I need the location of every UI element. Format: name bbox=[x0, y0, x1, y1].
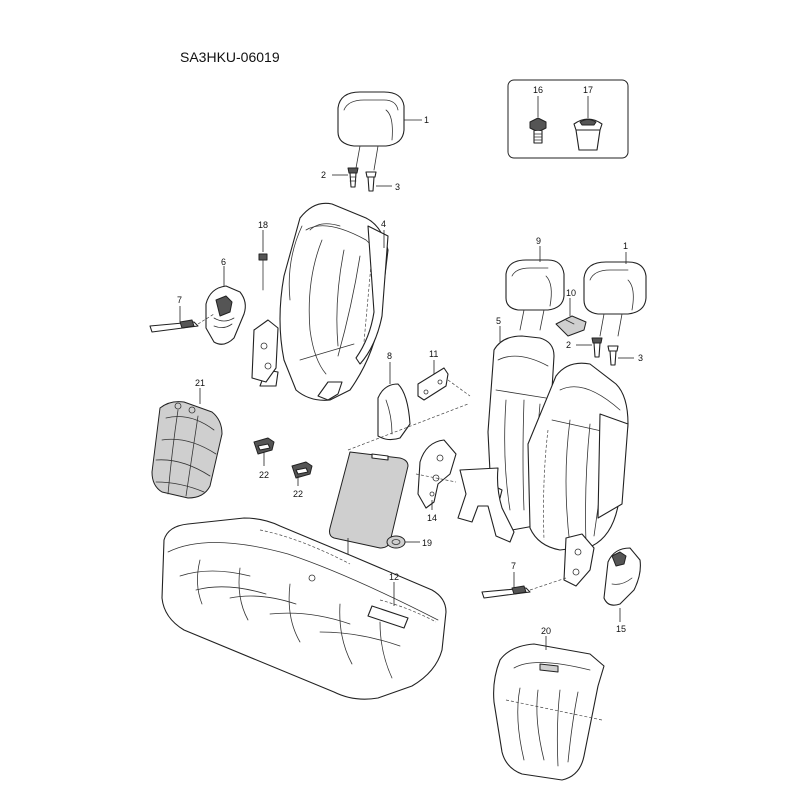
part-22-clip-b bbox=[291, 461, 313, 479]
part-2-guide-right bbox=[591, 337, 603, 358]
hinge-bracket-right bbox=[563, 533, 595, 587]
part-4-seatback-left bbox=[259, 202, 389, 401]
callout-19: 19 bbox=[422, 538, 432, 548]
callout-6: 6 bbox=[221, 257, 226, 267]
part-22-clip-a bbox=[253, 437, 275, 455]
part-9-headrest-center bbox=[505, 259, 565, 331]
diagram-code: SA3HKU-06019 bbox=[180, 49, 280, 65]
part-7-strap-right bbox=[481, 585, 531, 599]
part-7-strap-left bbox=[149, 319, 199, 333]
part-20-rear-panel bbox=[493, 643, 605, 781]
callout-7-left: 7 bbox=[177, 295, 182, 305]
callout-5: 5 bbox=[496, 316, 501, 326]
callout-3-left: 3 bbox=[395, 182, 400, 192]
fastener-inset: 16 17 bbox=[507, 79, 629, 159]
callout-8: 8 bbox=[387, 351, 392, 361]
part-12-seat-cushion bbox=[161, 517, 447, 700]
hinge-bracket-left bbox=[251, 319, 279, 383]
part-3-guide-right bbox=[607, 345, 619, 366]
callout-9: 9 bbox=[536, 236, 541, 246]
callout-14: 14 bbox=[427, 513, 437, 523]
callout-4: 4 bbox=[381, 219, 386, 229]
callout-11: 11 bbox=[429, 349, 438, 359]
callout-1-left: 1 bbox=[424, 115, 429, 125]
callout-16: 16 bbox=[533, 85, 543, 95]
part-1-headrest-left bbox=[337, 91, 405, 171]
callout-22-a: 22 bbox=[259, 470, 269, 480]
part-11-bracket bbox=[417, 367, 449, 401]
callout-2-right: 2 bbox=[566, 340, 571, 350]
callout-2-left: 2 bbox=[321, 170, 326, 180]
part-15-hinge-cover bbox=[603, 547, 641, 606]
callout-1-right: 1 bbox=[623, 241, 628, 251]
inset-frame bbox=[507, 79, 629, 159]
callout-12: 12 bbox=[389, 572, 399, 582]
part-6-hinge-cover bbox=[205, 285, 246, 345]
callout-18: 18 bbox=[258, 220, 268, 230]
part-16-bolt bbox=[529, 117, 547, 144]
callout-3-right: 3 bbox=[638, 353, 643, 363]
part-19-knob bbox=[386, 535, 406, 549]
part-18-bolt bbox=[258, 253, 268, 291]
callout-21: 21 bbox=[195, 378, 205, 388]
part-8-side-pad bbox=[377, 383, 411, 441]
part-13-armrest-pad bbox=[329, 451, 409, 549]
part-17-clip bbox=[573, 118, 603, 151]
seatback-right bbox=[527, 362, 629, 551]
callout-17: 17 bbox=[583, 85, 593, 95]
part-3-guide-left bbox=[365, 171, 377, 192]
callout-15: 15 bbox=[616, 624, 626, 634]
part-10-escutcheon bbox=[555, 315, 587, 337]
callout-7-right: 7 bbox=[511, 561, 516, 571]
part-2-guide-left bbox=[347, 167, 359, 188]
center-seatback-frame bbox=[457, 467, 515, 543]
callout-20: 20 bbox=[541, 626, 551, 636]
part-14-hinge-plate bbox=[417, 439, 457, 509]
part-21-back-cushion bbox=[151, 401, 223, 499]
callout-10: 10 bbox=[566, 288, 576, 298]
callout-22-b: 22 bbox=[293, 489, 303, 499]
part-1-headrest-right bbox=[583, 261, 647, 337]
